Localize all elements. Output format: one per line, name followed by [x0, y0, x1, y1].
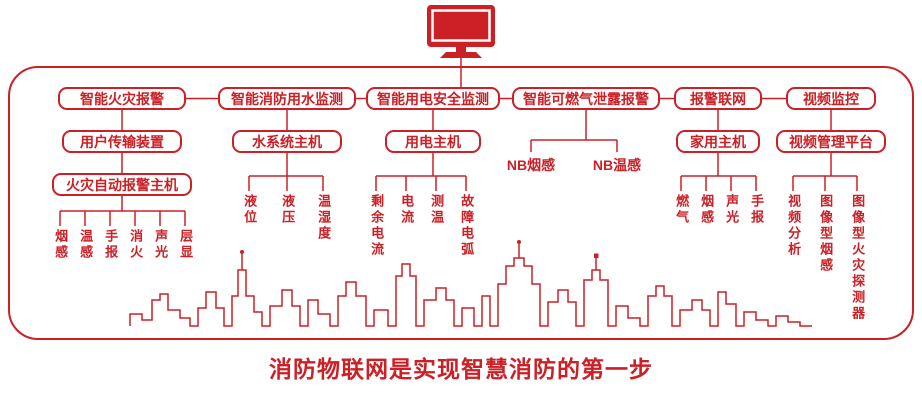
leaf-video-analysis: 视频分析 — [786, 194, 802, 258]
leaf-gas: 燃气 — [674, 194, 690, 226]
leaf-liquid-level: 液位 — [242, 194, 258, 226]
leaf-temperature: 测温 — [429, 194, 445, 226]
node-gas-leak-alarm: 智能可燃气泄露报警 — [512, 87, 660, 110]
node-alarm-networking: 报警联网 — [674, 87, 762, 110]
monitor-icon — [427, 5, 495, 58]
leaf-fire-hydrant: 消火 — [128, 229, 144, 261]
leaf-heat-detector: 温感 — [78, 229, 94, 261]
node-fire-water-monitoring: 智能消防用水监测 — [218, 87, 356, 110]
leaf-temp-humidity: 温湿度 — [316, 194, 332, 242]
node-electric-host: 用电主机 — [385, 130, 481, 153]
node-video-surveillance: 视频监控 — [786, 87, 876, 110]
leaf-nb-smoke-detector: NB烟感 — [506, 157, 556, 173]
node-water-system-host: 水系统主机 — [232, 130, 342, 153]
leaf-image-smoke: 图像型烟感 — [818, 194, 834, 274]
leaf-current: 电流 — [399, 194, 415, 226]
leaf-arc-fault: 故障电弧 — [459, 194, 475, 258]
leaf-sound-light-2: 声光 — [724, 194, 740, 226]
node-electrical-safety-monitoring: 智能用电安全监测 — [366, 87, 500, 110]
leaf-manual-call-2: 手报 — [749, 194, 765, 226]
connector-lines — [59, 57, 858, 226]
leaf-nb-heat-detector: NB温感 — [592, 157, 642, 173]
leaf-smoke-detector: 烟感 — [53, 229, 69, 261]
leaf-smoke: 烟感 — [699, 194, 715, 226]
leaf-manual-call-point: 手报 — [103, 229, 119, 261]
leaf-image-fire-detector: 图像型火灾探测器 — [850, 194, 866, 322]
leaf-sound-light: 声光 — [153, 229, 169, 261]
leaf-residual-current: 剩余电流 — [369, 194, 385, 258]
leaf-liquid-pressure: 液压 — [280, 194, 296, 226]
leaf-floor-display: 层显 — [178, 229, 194, 261]
page-title: 消防物联网是实现智慧消防的第一步 — [269, 356, 653, 382]
node-user-transmission-device: 用户传输装置 — [62, 130, 182, 153]
node-video-management-platform: 视频管理平台 — [776, 130, 886, 153]
node-auto-fire-alarm-host: 火灾自动报警主机 — [52, 173, 192, 196]
city-skyline — [129, 240, 812, 327]
node-smart-fire-alarm: 智能火灾报警 — [58, 87, 186, 110]
node-home-host: 家用主机 — [676, 130, 760, 153]
